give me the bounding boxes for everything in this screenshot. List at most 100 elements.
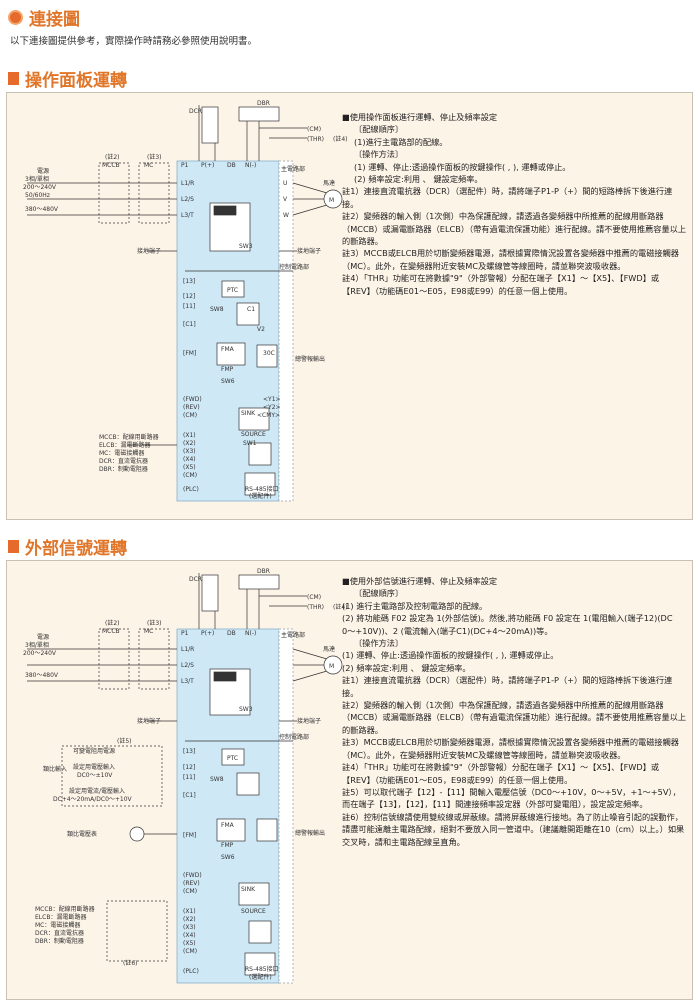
legend-dcr: DCR：直流電抗器 (99, 457, 148, 465)
term-l2-2: L2/S (181, 662, 194, 669)
note-6-2: 註6）控制信號線請使用雙絞線或屏蔽線。請將屏蔽線進行接地。為了防止噪音引起的誤動… (342, 811, 685, 847)
note-wiring-step1-2: (1) 進行主電路部及控制電路部的配線。 (342, 600, 488, 611)
bullet-square-icon (8, 71, 19, 85)
term-x2: (X2) (183, 440, 196, 447)
note-3-2: 註3）MCCB或ELCB用於切斷變頻器電源，請根據實際情況設置各變頻器中推薦的電… (342, 737, 679, 760)
note3-label-2: (註3) (147, 619, 162, 627)
term-x2-2: (X2) (183, 916, 196, 923)
term-cmy: <CMY> (257, 412, 280, 419)
rs485-label-2: RS-485接口 (245, 965, 279, 973)
source-label-2: SOURCE (241, 908, 266, 915)
cm-label-2: (CM) (307, 594, 321, 601)
note-2-2: 註2）變頻器的輸入側（1次側）中為保護配線，請透過各變頻器中所推薦的配線用斷路器… (342, 700, 687, 735)
term-x1-2: (X1) (183, 908, 196, 915)
note2-label: (註2) (105, 153, 120, 161)
voltage1-label: 200〜240V (23, 184, 57, 191)
bullet-square-icon (8, 539, 19, 553)
panel-external: DCR DBR (CM) (THR) (註4) (註2) (註3) MCCB M… (6, 560, 693, 1000)
note-heading: ■使用操作面板進行運轉、停止及頻率設定 (342, 112, 498, 122)
bullet-icon (8, 9, 23, 25)
voltage-input-label: 設定用電壓輸入 (73, 763, 115, 771)
term-p1: P1 (181, 162, 189, 169)
v2-label: V2 (257, 326, 265, 333)
ground-label: 接地端子 (137, 247, 161, 255)
thr-label: (THR) (307, 136, 324, 143)
dbr-label: DBR (257, 100, 270, 107)
note6-label: (註6) (123, 959, 138, 967)
term-rev: (REV) (183, 404, 200, 411)
sw6-label: SW6 (221, 378, 235, 385)
phase-label: 3相/單相 (25, 175, 49, 183)
term-p: P(+) (201, 162, 214, 169)
main-circuit-label-2: 主電路部 (281, 631, 305, 639)
note3-label: (註3) (147, 153, 162, 161)
relay-output-label: 總警報輸出 (295, 355, 325, 363)
term-cm2: (CM) (183, 472, 197, 479)
term-v: V (283, 196, 288, 203)
dcr-label: DCR (189, 108, 202, 115)
term-plc: (PLC) (183, 486, 199, 493)
mccb-label: MCCB (102, 162, 120, 169)
fmp-label-2: FMP (221, 842, 234, 849)
term-c1: [C1] (183, 321, 196, 328)
note-op-step2-2: (2) 頻率設定:利用 、 鍵設定頻率。 (342, 662, 471, 673)
term-cm-3: (CM) (183, 888, 197, 895)
term-y1: <Y1> (263, 396, 281, 403)
note-op-step1-2: (1) 運轉、停止:透過操作面板的按鍵操作( , ), 運轉或停止。 (342, 650, 559, 661)
note4-label-2: (註4) (333, 603, 347, 611)
note-2: 註2）變頻器的輸入側（1次側）中為保護配線，請透過各變頻器中所推薦的配線用斷路器… (342, 211, 687, 247)
term-x3: (X3) (183, 448, 196, 455)
ground-label-2: 接地端子 (297, 247, 321, 255)
mccb-label-2: MCCB (102, 628, 120, 635)
term-db: DB (227, 162, 236, 169)
term-plc-2: (PLC) (183, 968, 199, 975)
main-circuit-label: 主電路部 (281, 165, 305, 173)
note-wiring-step1: (1)進行主電路部的配線。 (354, 136, 448, 147)
note-op-step1: (1) 運轉、停止:透過操作面板的按鍵操作( , ), 運轉或停止。 (354, 161, 571, 172)
motor-label-2: 馬達 (323, 645, 335, 653)
current-input-range: DC+4〜20mA/DC0〜+10V (53, 796, 133, 803)
ground-label-3: 接地端子 (137, 717, 161, 725)
motor-label: 馬達 (323, 179, 335, 187)
note4-label: (註4) (333, 135, 347, 143)
fma-label-2: FMA (221, 822, 235, 829)
note-wiring-order: 〔配線順序〕 (354, 124, 404, 135)
legend-dbr: DBR：制動電阻器 (99, 465, 148, 473)
legend-dcr-2: DCR：直流電抗器 (35, 929, 84, 937)
legend-elcb: ELCB：漏電斷路器 (99, 441, 150, 449)
control-circuit-label-2: 控制電路部 (279, 733, 309, 741)
term-11: [11] (183, 303, 195, 310)
note-4: 註4）「THR」功能可在將數據"9"（外部警報）分配在端子【X1】〜【X5】、【… (342, 273, 660, 296)
term-l3: L3/T (181, 212, 194, 219)
section-title-external-signal: 外部信號運轉 (8, 535, 127, 559)
voltage2-label-2: 380〜480V (25, 672, 59, 679)
term-n-2: N(-) (245, 630, 256, 637)
power-label-2: 電源 (37, 633, 49, 641)
term-p-2: P(+) (201, 630, 214, 637)
legend-mccb: MCCB：配線用斷路器 (99, 433, 159, 441)
meter-label: 類比電壓表 (67, 830, 97, 838)
motor-m: M (329, 197, 334, 204)
term-c1-2: [C1] (183, 792, 196, 799)
mc-label-2: MC (144, 628, 153, 635)
term-x1: (X1) (183, 432, 196, 439)
term-12-2: [12] (183, 764, 195, 771)
voltage-input-range: DC0〜±10V (77, 772, 113, 779)
term-y2: <Y2> (263, 404, 281, 411)
note-op-step2: (2) 頻率設定:利用 、 鍵設定頻率。 (354, 174, 483, 185)
term-cm-4: (CM) (183, 948, 197, 955)
note-5-2: 註5）可以取代端子【12】-【11】間輸入電壓信號（DC0〜+10V，0〜+5V… (342, 786, 681, 810)
pot-supply-label: 可變電阻用電源 (73, 747, 115, 755)
power-label: 電源 (37, 167, 49, 175)
legend-elcb-2: ELCB：漏電斷路器 (35, 913, 86, 921)
dbr-label-2: DBR (257, 568, 270, 575)
sw6-label-2: SW6 (221, 854, 235, 861)
legend-mc: MC：電磁接觸器 (99, 449, 144, 457)
ptc-label-2: PTC (227, 755, 238, 762)
legend-dbr-2: DBR：制動電阻器 (35, 937, 84, 945)
note-operation: 〔操作方法〕 (354, 149, 404, 160)
term-x5: (X5) (183, 464, 196, 471)
note-4-2: 註4）「THR」功能可在將數據"9"（外部警報）分配在端子【X1】〜【X5】、【… (342, 762, 660, 785)
relay-30c: 30C (263, 350, 275, 357)
sw1-label: SW1 (243, 440, 257, 447)
